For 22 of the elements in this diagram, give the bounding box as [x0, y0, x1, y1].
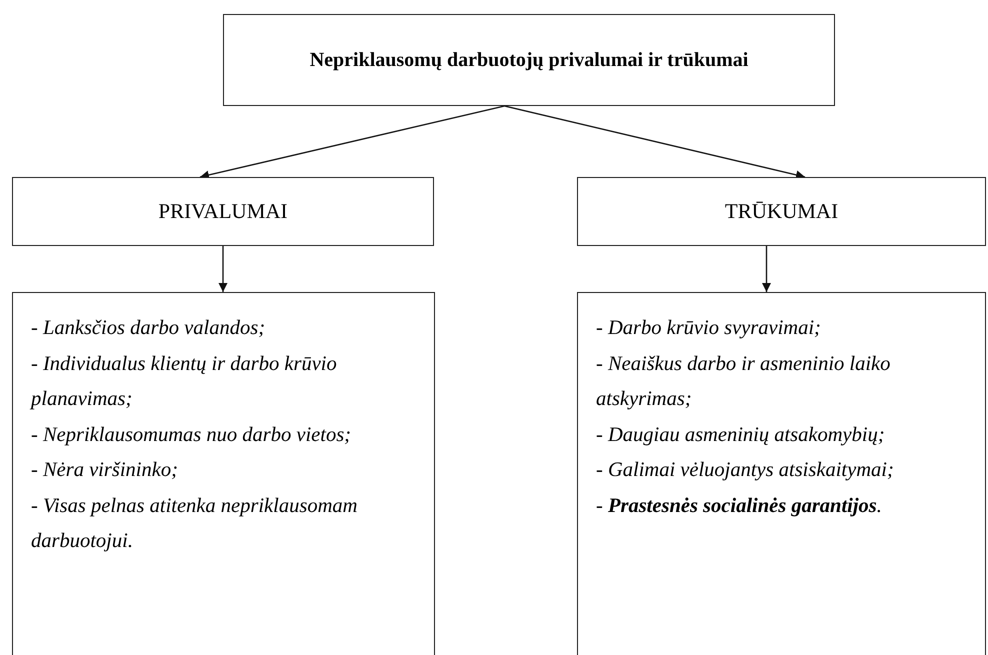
list-item: - Darbo krūvio svyravimai;	[596, 316, 822, 341]
list-box	[12, 292, 435, 655]
category-box	[577, 177, 986, 246]
list-item: - Lanksčios darbo valandos;	[31, 316, 266, 341]
list-item: - Nėra viršininko;	[31, 458, 179, 483]
arrow	[218, 246, 228, 292]
list-item: - Prastesnės socialinės garantijos.	[596, 494, 883, 518]
list-box	[577, 292, 986, 655]
heading-text: PRIVALUMAI	[158, 199, 288, 224]
title-text: Nepriklausomų darbuotojų privalumai ir trūkumai	[310, 48, 748, 72]
arrow	[200, 105, 505, 180]
category-box	[12, 177, 434, 246]
list-item: - Visas pelnas atitenka nepriklausomam darbuotojui.	[31, 494, 358, 554]
heading-text: TRŪKUMAI	[724, 199, 838, 224]
list-item: - Individualus klientų ir darbo krūvio planavimas;	[31, 352, 338, 412]
arrow	[504, 105, 806, 180]
title-box	[223, 14, 835, 106]
list-item: - Neaiškus darbo ir asmeninio laiko atskyrimas;	[596, 352, 892, 412]
list-item: - Nepriklausomumas nuo darbo vietos;	[31, 422, 352, 448]
arrow	[762, 246, 771, 292]
list-item: - Daugiau asmeninių atsakomybių;	[596, 422, 886, 448]
list-item: - Galimai vėluojantys atsiskaitymai;	[596, 458, 895, 483]
